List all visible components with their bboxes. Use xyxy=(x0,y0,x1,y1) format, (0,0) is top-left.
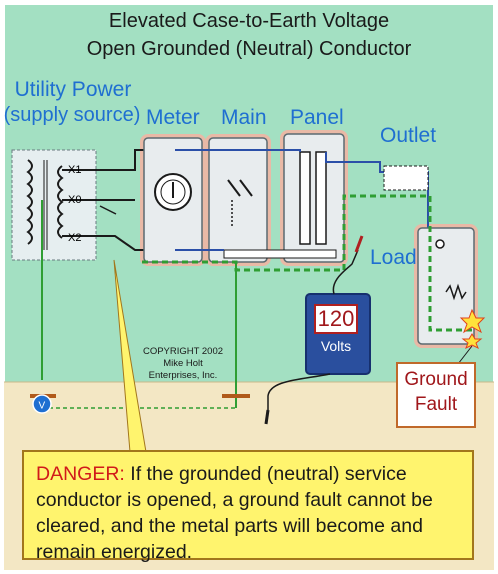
ground-fault-line1: Ground xyxy=(404,369,468,390)
ground-fault-callout: Ground Fault xyxy=(396,362,476,428)
probe-black-icon xyxy=(264,409,270,425)
panel-label: Panel xyxy=(290,106,344,129)
main-breaker-pole-1 xyxy=(227,179,241,197)
terminal-x0-label: X0 xyxy=(68,194,82,206)
neutral-bar xyxy=(223,249,337,259)
outlet-label: Outlet xyxy=(380,124,437,147)
diagram-title-line2: Open Grounded (Neutral) Conductor xyxy=(86,38,412,60)
hot-conductor-1 xyxy=(175,149,301,152)
main-enclosure xyxy=(208,137,268,263)
primary-coil xyxy=(26,159,33,245)
ground-fault-line2: Fault xyxy=(414,393,458,415)
danger-message: If the grounded (neutral) service conduc… xyxy=(36,463,433,563)
spark-icon xyxy=(461,333,483,350)
load-resistor xyxy=(445,283,467,301)
panel-busbar-1 xyxy=(299,151,311,245)
danger-prefix: DANGER: xyxy=(36,463,125,485)
transformer-box xyxy=(11,149,97,261)
fault-current-path xyxy=(142,194,472,332)
voltmeter-lead-red xyxy=(332,249,359,295)
panel-busbar-2 xyxy=(315,151,327,245)
diagram-title-line1: Elevated Case-to-Earth Voltage xyxy=(108,10,390,32)
load-label: Load xyxy=(370,246,417,269)
panel-enclosure xyxy=(283,133,345,263)
terminal-x2-label: X2 xyxy=(68,232,82,244)
secondary-coil xyxy=(57,165,64,239)
copyright-line3: Enterprises, Inc. xyxy=(148,370,218,381)
copyright-line2: Mike Holt xyxy=(163,358,203,369)
fault-callout-line xyxy=(457,345,473,365)
copyright-line1: COPYRIGHT 2002 xyxy=(142,346,224,357)
meter-label: Meter xyxy=(146,106,200,129)
open-neutral-break xyxy=(99,205,117,215)
utility-power-label: Utility Power xyxy=(14,78,132,101)
danger-callout: DANGER: If the grounded (neutral) servic… xyxy=(22,450,474,563)
load-terminal xyxy=(435,239,445,249)
main-breaker-pole-2 xyxy=(239,179,253,197)
terminal-x1-label: X1 xyxy=(68,164,82,176)
voltmeter-lead-black xyxy=(267,373,331,410)
ground-voltmeter-icon xyxy=(32,394,52,414)
outlet-box xyxy=(383,165,429,191)
ground-voltmeter-icon: V xyxy=(39,401,46,412)
main-label: Main xyxy=(221,106,267,129)
load-enclosure xyxy=(417,227,475,345)
voltmeter-readout: 120 xyxy=(314,304,358,334)
voltmeter-unit: Volts xyxy=(320,338,352,354)
probe-red-icon xyxy=(354,235,364,253)
meter-dial-inner xyxy=(160,179,186,205)
spark-icon xyxy=(459,308,486,334)
supply-source-label: (supply source) xyxy=(3,104,141,126)
